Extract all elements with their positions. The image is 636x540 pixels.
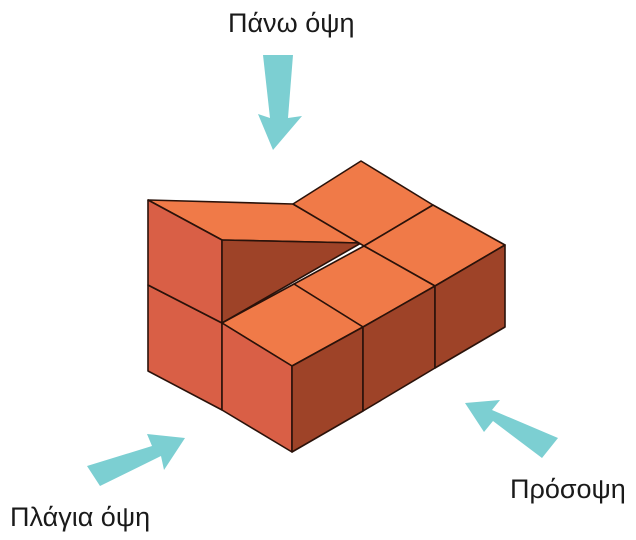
top-view-arrow-icon	[258, 55, 302, 150]
wedge-slope-face	[221, 239, 362, 324]
top-view-label: Πάνω όψη	[228, 8, 355, 38]
side-view-label: Πλάγια όψη	[10, 502, 151, 532]
cube-right-face	[434, 244, 506, 369]
side-view-arrow-icon	[87, 434, 185, 486]
cube-block-solid	[147, 160, 506, 453]
front-view-arrow-icon	[465, 400, 558, 458]
front-view-label: Πρόσοψη	[510, 474, 626, 504]
